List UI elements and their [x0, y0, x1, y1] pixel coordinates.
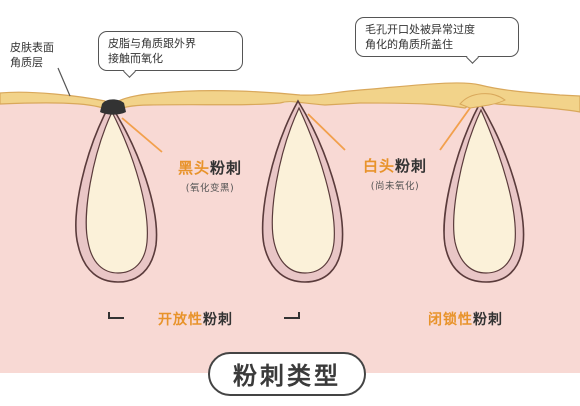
sebum-callout-line-2: 接触而氧化	[108, 52, 163, 65]
open-label-rest: 粉刺	[203, 312, 233, 328]
skin-surface-line-2: 角质层	[10, 56, 43, 69]
open-label-highlight: 开放性	[158, 312, 203, 328]
blackhead-plug	[100, 99, 126, 115]
open-comedone-label: 开放性粉刺	[158, 309, 233, 329]
skin-surface-layer	[0, 82, 580, 113]
whitehead-label-rest: 粉刺	[395, 157, 428, 175]
skin-surface-label: 皮肤表面 角质层	[10, 40, 54, 70]
follicles	[75, 99, 525, 283]
closed-label-rest: 粉刺	[473, 312, 503, 328]
skin-surface-line-1: 皮肤表面	[10, 41, 54, 54]
follicle-inner-1	[85, 110, 148, 274]
open-bracket-right	[284, 312, 300, 319]
blackhead-note: (氧化变黑)	[185, 183, 235, 194]
closed-comedone-label: 闭锁性粉刺	[428, 309, 503, 329]
sebum-callout: 皮脂与角质跟外界 接触而氧化	[98, 31, 243, 71]
pore-callout-line-1: 毛孔开口处被异常过度	[365, 23, 475, 36]
whitehead-pointer-right	[439, 107, 471, 151]
skin-label-pointer	[57, 67, 71, 97]
open-bracket-left	[108, 312, 124, 319]
blackhead-label-rest: 粉刺	[210, 159, 243, 177]
pore-callout: 毛孔开口处被异常过度 角化的角质所盖住	[355, 17, 519, 57]
pore-callout-line-2: 角化的角质所盖住	[365, 38, 453, 51]
whitehead-label-highlight: 白头	[362, 157, 395, 175]
follicle-inner-2	[271, 106, 335, 274]
closed-label-highlight: 闭锁性	[428, 312, 473, 328]
blackhead-pointer	[121, 117, 163, 153]
blackhead-label: 黑头粉刺 (氧化变黑)	[150, 157, 270, 194]
whitehead-label: 白头粉刺 (尚未氧化)	[335, 155, 455, 192]
pore-cover	[459, 93, 506, 109]
whitehead-pointer-left	[307, 113, 346, 151]
diagram-title: 粉刺类型	[208, 352, 366, 396]
whitehead-note: (尚未氧化)	[370, 181, 420, 192]
follicle-inner-3	[453, 108, 516, 274]
blackhead-label-highlight: 黑头	[177, 159, 210, 177]
sebum-callout-line-1: 皮脂与角质跟外界	[108, 37, 196, 50]
